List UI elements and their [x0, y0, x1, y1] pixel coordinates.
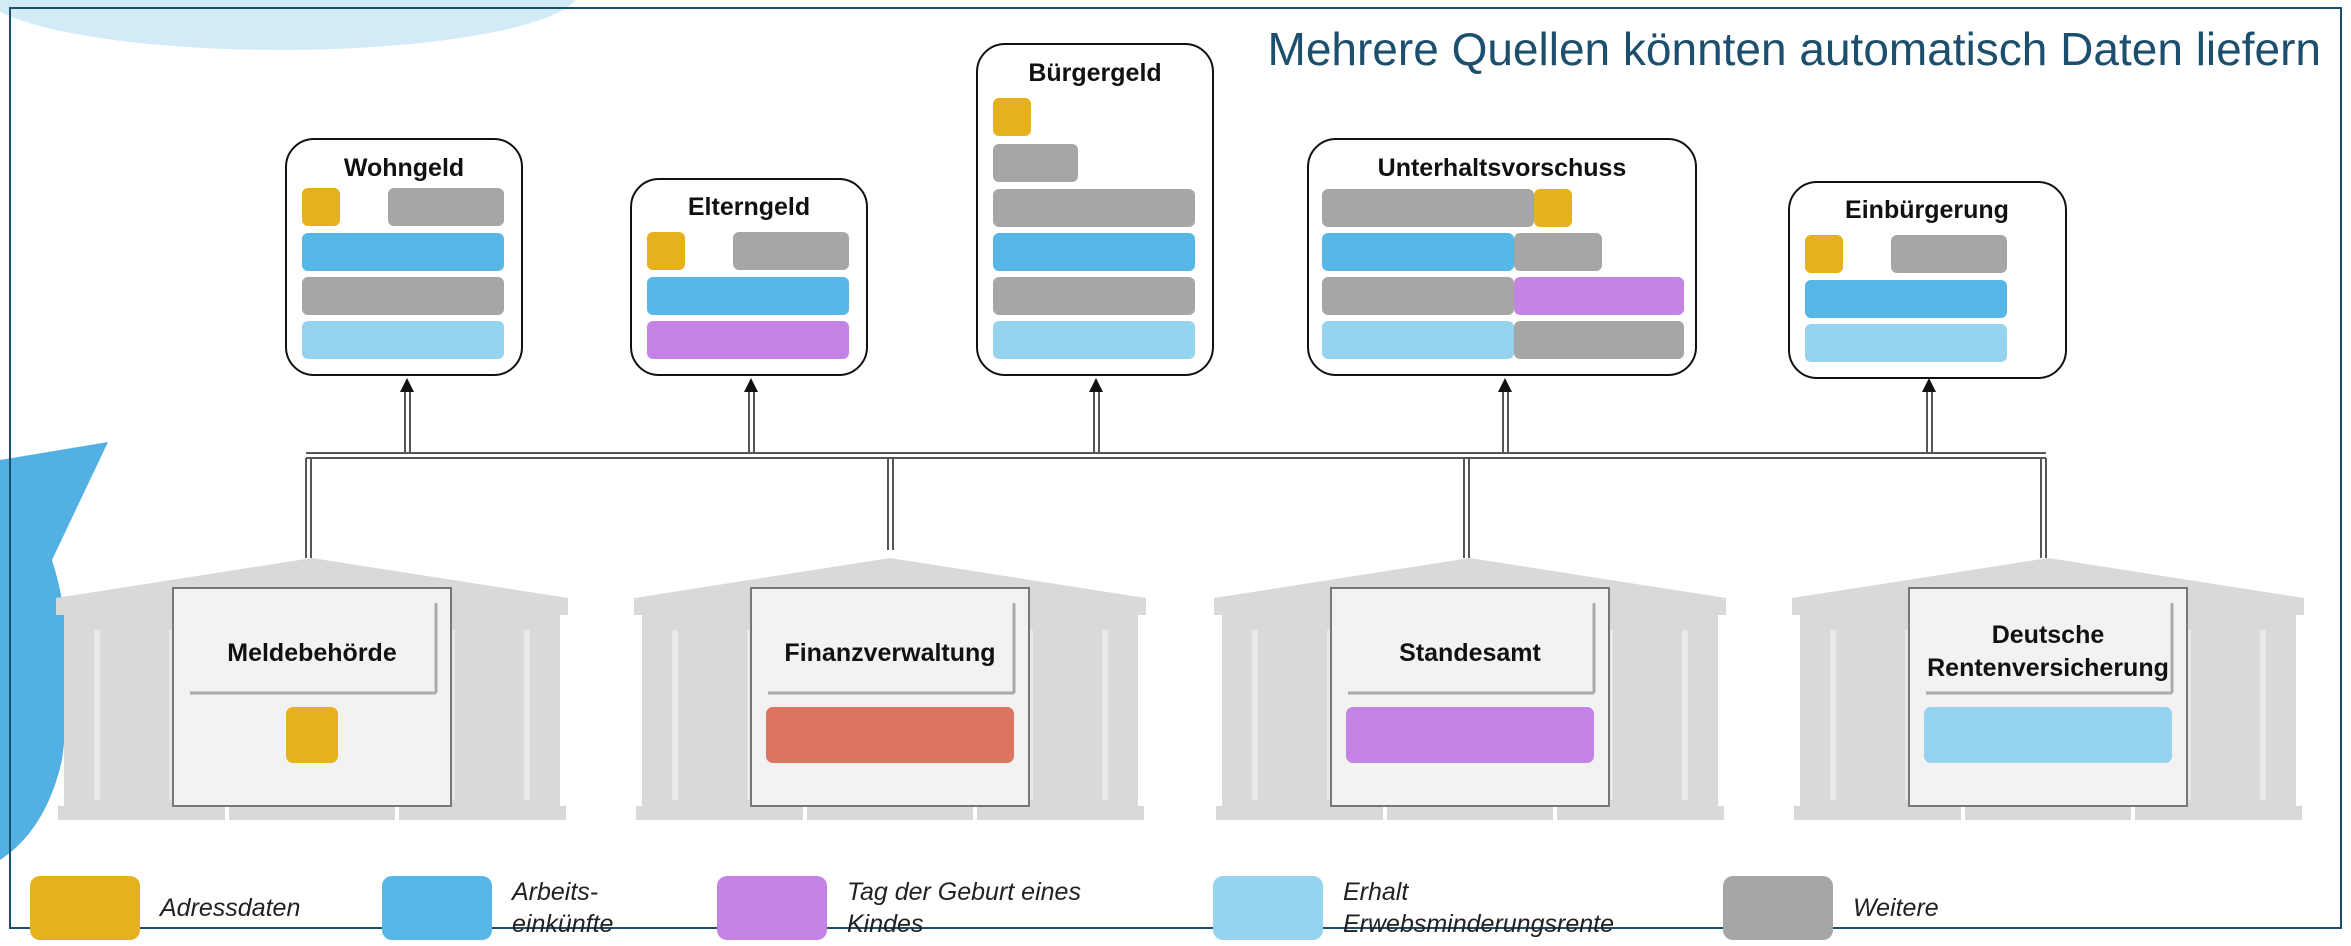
service-buergergeld: Bürgergeld — [976, 43, 1214, 376]
field-arbeitseinkuenfte — [302, 233, 504, 271]
step-gap — [803, 806, 807, 820]
authority-panel — [1330, 587, 1610, 807]
building-column — [94, 630, 100, 800]
page-title: Mehrere Quellen könnten automatisch Date… — [1267, 23, 2322, 75]
authority-title: Standesamt — [1399, 639, 1541, 667]
authority-finanzverwaltung: Finanzverwaltung — [634, 558, 1146, 820]
field-weitere — [302, 277, 504, 315]
building-column — [2260, 630, 2266, 800]
field-weitere — [1891, 235, 2007, 273]
service-elterngeld: Elterngeld — [630, 178, 868, 376]
data-chip-geburt — [1346, 707, 1594, 763]
data-chip-adressdaten — [286, 707, 338, 763]
step-gap — [2131, 806, 2135, 820]
data-chip-finanz — [766, 707, 1014, 763]
field-adressdaten — [1805, 235, 1843, 273]
field-arbeitseinkuenfte — [993, 233, 1195, 271]
authority-panel — [1908, 587, 2188, 807]
field-erwerbsminderungsrente — [302, 321, 504, 359]
building-steps — [636, 806, 1144, 820]
field-weitere — [1514, 233, 1602, 271]
authority-buildings: Meldebehörde Finanzverwaltung Standesamt De… — [56, 558, 2304, 820]
field-geburt-kind — [1514, 277, 1684, 315]
service-title: Wohngeld — [344, 154, 464, 182]
field-arbeitseinkuenfte — [647, 277, 849, 315]
legend-label: Adressdaten — [160, 894, 301, 922]
legend-item-geburt-kind: Tag der Geburt eines Kindes — [717, 876, 1081, 940]
field-adressdaten — [993, 98, 1031, 136]
building-steps — [1794, 806, 2302, 820]
service-einbuergerung: Einbürgerung — [1788, 181, 2067, 379]
building-column — [1830, 630, 1836, 800]
step-gap — [1383, 806, 1387, 820]
service-title: Unterhaltsvorschuss — [1378, 154, 1627, 182]
service-title: Einbürgerung — [1845, 196, 2009, 224]
legend-swatch — [30, 876, 140, 940]
building-column — [1682, 630, 1688, 800]
step-gap — [1553, 806, 1557, 820]
legend-label: Weitere — [1853, 894, 1939, 922]
authority-panel — [750, 587, 1030, 807]
building-column — [524, 630, 530, 800]
service-title: Elterngeld — [688, 193, 810, 221]
frame-border — [9, 7, 2342, 929]
field-weitere — [993, 189, 1195, 227]
arrowheads — [400, 378, 1936, 392]
legend-item-weitere: Weitere — [1723, 876, 1939, 940]
step-gap — [395, 806, 399, 820]
data-chip-erwerb — [1924, 707, 2172, 763]
service-unterhaltsvorschuss: Unterhaltsvorschuss — [1307, 138, 1697, 376]
legend-swatch — [382, 876, 492, 940]
authority-panel — [172, 587, 452, 807]
step-gap — [225, 806, 229, 820]
field-erwerbsminderungsrente — [1805, 324, 2007, 362]
connector-lines — [305, 390, 2047, 558]
authority-meldebehoerde: Meldebehörde — [56, 558, 568, 820]
legend-swatch — [1213, 876, 1323, 940]
building-steps — [58, 806, 566, 820]
legend-label: Tag der Geburt eines Kindes — [847, 878, 1081, 938]
legend-item-adressdaten: Adressdaten — [30, 876, 300, 940]
field-arbeitseinkuenfte — [1322, 233, 1514, 271]
field-arbeitseinkuenfte — [1805, 280, 2007, 318]
field-weitere — [993, 277, 1195, 315]
field-weitere — [993, 144, 1078, 182]
field-adressdaten — [302, 188, 340, 226]
service-wohngeld: Wohngeld — [285, 138, 523, 376]
authority-title: Meldebehörde — [227, 639, 397, 667]
field-erwerbsminderungsrente — [993, 321, 1195, 359]
field-geburt-kind — [647, 321, 849, 359]
legend-item-arbeitseinkuenfte: Arbeits- einkünfte — [382, 876, 613, 940]
decor-left-shape — [0, 442, 108, 860]
field-weitere — [733, 232, 849, 270]
step-gap — [1961, 806, 1965, 820]
legend-label: Erhalt Erwebsminderungsrente — [1343, 878, 1614, 938]
building-steps — [1216, 806, 1724, 820]
authority-title: Finanzverwaltung — [784, 639, 995, 667]
legend-item-erwerbsminderungsrente: Erhalt Erwebsminderungsrente — [1213, 876, 1614, 940]
legend: Adressdaten Arbeits- einkünfte Tag der G… — [0, 870, 2351, 946]
building-column — [1102, 630, 1108, 800]
service-title: Bürgergeld — [1028, 59, 1161, 87]
building-column — [672, 630, 678, 800]
field-weitere — [1322, 277, 1514, 315]
decor-top-ellipse — [0, 0, 576, 50]
field-adressdaten — [1534, 189, 1572, 227]
field-weitere — [388, 188, 504, 226]
field-erwerbsminderungsrente — [1322, 321, 1514, 359]
authority-standesamt: Standesamt — [1214, 558, 1726, 820]
field-weitere — [1322, 189, 1534, 227]
step-gap — [973, 806, 977, 820]
legend-swatch — [1723, 876, 1833, 940]
building-column — [1252, 630, 1258, 800]
legend-label: Arbeits- einkünfte — [512, 878, 614, 938]
legend-swatch — [717, 876, 827, 940]
field-weitere — [1514, 321, 1684, 359]
field-adressdaten — [647, 232, 685, 270]
